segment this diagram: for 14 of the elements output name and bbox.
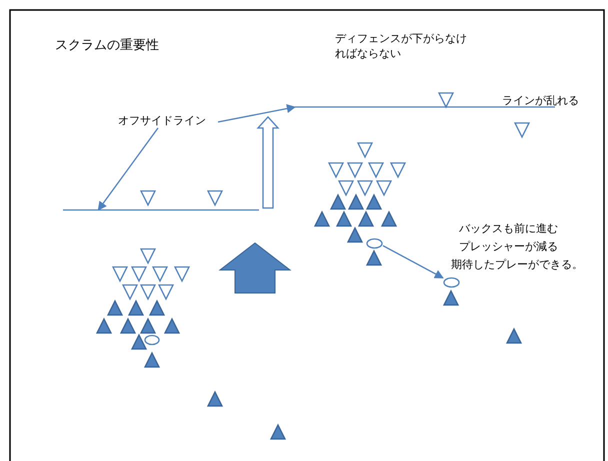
note-text: ラインが乱れる bbox=[502, 93, 579, 108]
note-text: プレッシャーが減る bbox=[459, 239, 558, 254]
callout-text: オフサイドライン bbox=[118, 113, 206, 128]
ball-ellipse bbox=[366, 238, 383, 249]
arrow bbox=[382, 245, 444, 278]
note-text: ディフェンスが下がらなければならない bbox=[335, 31, 468, 61]
offside-line bbox=[295, 105, 555, 109]
arrow bbox=[98, 128, 159, 211]
note-text: バックスも前に進む bbox=[459, 221, 558, 236]
note-text: 期待したプレーができる。 bbox=[451, 257, 583, 272]
ball-ellipse bbox=[443, 277, 460, 288]
diagram-title: スクラムの重要性 bbox=[55, 38, 159, 53]
offside-line bbox=[63, 208, 259, 212]
arrow bbox=[218, 104, 296, 123]
